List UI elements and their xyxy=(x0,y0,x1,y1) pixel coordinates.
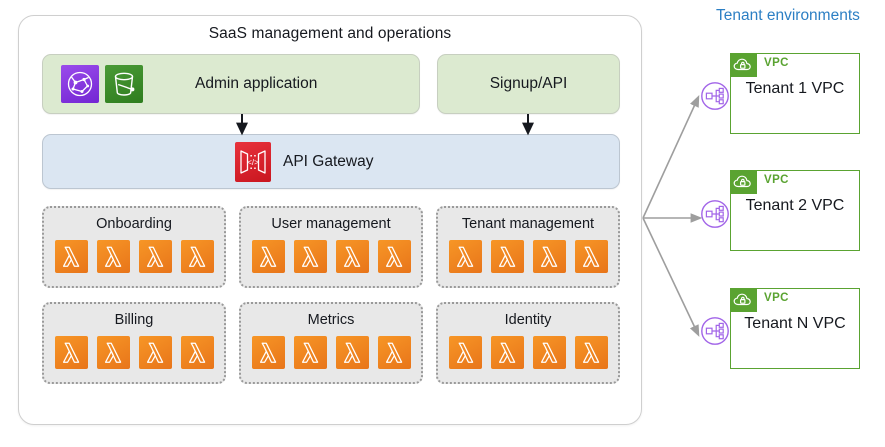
vpc-endpoint-icon xyxy=(700,316,730,346)
service-group-label: Metrics xyxy=(307,312,355,328)
vpc-cloud-lock-icon xyxy=(731,54,757,77)
tenant-2-vpc-box[interactable]: VPC Tenant 2 VPC xyxy=(730,170,860,251)
service-group-label: Identity xyxy=(504,312,552,328)
lambda-row xyxy=(44,336,224,369)
service-group-label: Billing xyxy=(114,312,154,328)
lambda-row xyxy=(438,336,618,369)
service-group-user-management[interactable]: User management xyxy=(239,206,423,288)
signup-api-label: Signup/API xyxy=(489,75,568,92)
admin-application-box[interactable]: Admin application xyxy=(42,54,420,114)
lambda-row xyxy=(438,240,618,273)
lambda-icon xyxy=(377,336,411,369)
saas-management-container: SaaS management and operations xyxy=(18,15,642,425)
service-group-onboarding[interactable]: Onboarding xyxy=(42,206,226,288)
service-group-identity[interactable]: Identity xyxy=(436,302,620,384)
cloudfront-icon xyxy=(61,65,99,103)
api-gateway-label: API Gateway xyxy=(283,152,374,170)
signup-api-box[interactable]: Signup/API xyxy=(437,54,620,114)
connector-to-tenant-n xyxy=(642,217,700,337)
lambda-icon xyxy=(138,240,172,273)
service-group-billing[interactable]: Billing xyxy=(42,302,226,384)
tenant-n-vpc-box[interactable]: VPC Tenant N VPC xyxy=(730,288,860,369)
lambda-icon xyxy=(532,336,566,369)
tenant-vpc-name: Tenant N VPC xyxy=(744,315,846,332)
lambda-row xyxy=(44,240,224,273)
tenant-vpc-name: Tenant 2 VPC xyxy=(745,197,845,214)
api-gateway-icon: </> xyxy=(235,141,271,182)
lambda-icon xyxy=(96,240,130,273)
vpc-endpoint-icon xyxy=(700,81,730,111)
service-groups-grid: Onboarding User management Tenan xyxy=(42,206,620,384)
vpc-cloud-lock-icon xyxy=(731,171,757,194)
lambda-icon xyxy=(574,336,608,369)
lambda-icon xyxy=(490,240,524,273)
service-group-label: User management xyxy=(271,216,391,232)
api-gateway-box[interactable]: </> API Gateway xyxy=(42,134,620,189)
lambda-icon xyxy=(574,240,608,273)
vpc-header-label: VPC xyxy=(764,174,789,186)
lambda-icon xyxy=(335,336,369,369)
lambda-icon xyxy=(490,336,524,369)
service-group-label: Tenant management xyxy=(461,216,595,232)
vpc-header-label: VPC xyxy=(764,57,789,69)
connector-to-tenant-1 xyxy=(642,95,700,219)
svg-text:</>: </> xyxy=(247,158,259,167)
lambda-icon xyxy=(54,240,88,273)
service-group-label: Onboarding xyxy=(96,216,172,232)
tenant-vpc-name: Tenant 1 VPC xyxy=(745,80,845,97)
service-group-metrics[interactable]: Metrics xyxy=(239,302,423,384)
tenant-environments-title: Tenant environments xyxy=(716,7,860,24)
lambda-icon xyxy=(138,336,172,369)
admin-application-label: Admin application xyxy=(195,75,318,92)
lambda-icon xyxy=(448,336,482,369)
service-group-tenant-management[interactable]: Tenant management xyxy=(436,206,620,288)
lambda-icon xyxy=(293,336,327,369)
vpc-endpoint-icon xyxy=(700,199,730,229)
vpc-header-label: VPC xyxy=(764,292,789,304)
lambda-icon xyxy=(251,336,285,369)
lambda-icon xyxy=(335,240,369,273)
lambda-icon xyxy=(180,240,214,273)
lambda-row xyxy=(241,240,421,273)
lambda-icon xyxy=(532,240,566,273)
vpc-cloud-lock-icon xyxy=(731,289,757,312)
lambda-icon xyxy=(251,240,285,273)
lambda-icon xyxy=(448,240,482,273)
s3-bucket-icon xyxy=(105,65,143,103)
tenant-1-vpc-box[interactable]: VPC Tenant 1 VPC xyxy=(730,53,860,134)
lambda-icon xyxy=(377,240,411,273)
lambda-icon xyxy=(54,336,88,369)
lambda-row xyxy=(241,336,421,369)
saas-container-title: SaaS management and operations xyxy=(208,25,452,42)
lambda-icon xyxy=(96,336,130,369)
lambda-icon xyxy=(180,336,214,369)
lambda-icon xyxy=(293,240,327,273)
